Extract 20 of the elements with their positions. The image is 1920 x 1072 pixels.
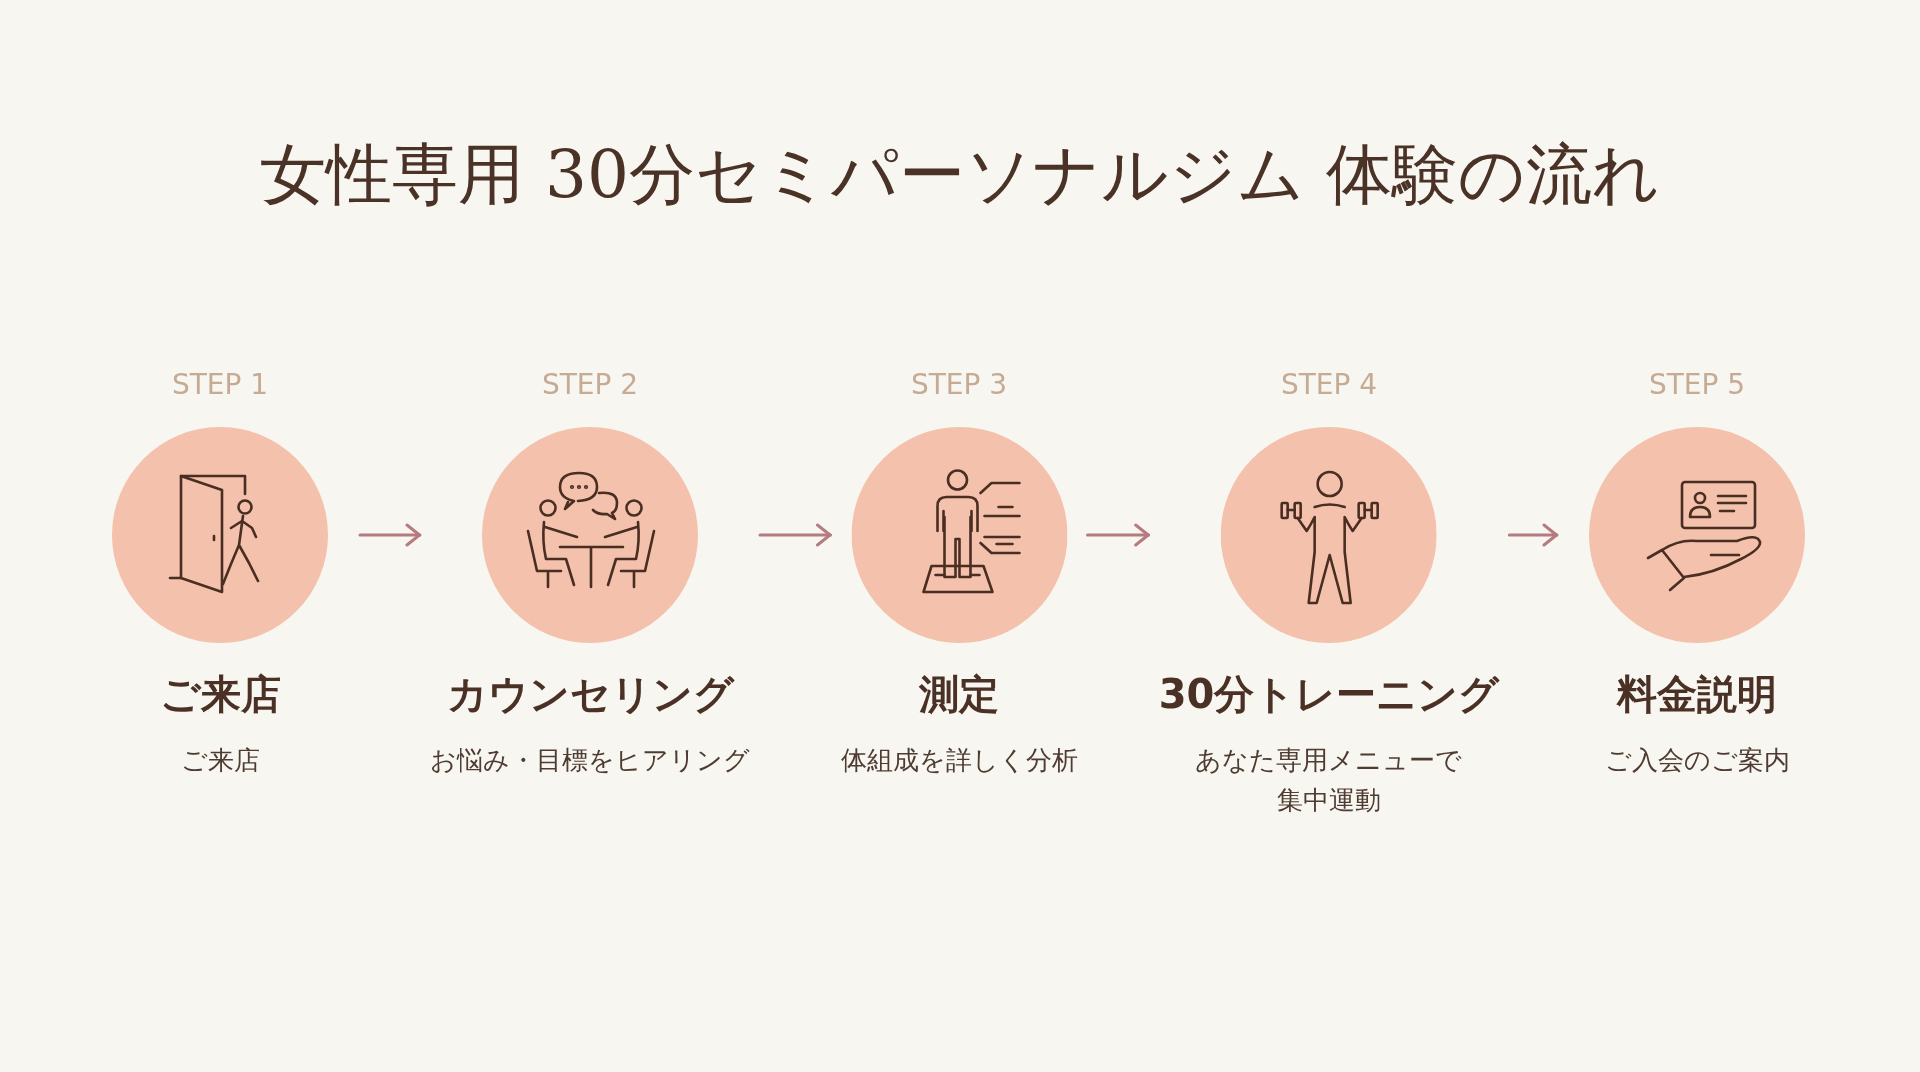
step-description: ご入会のご案内 — [1604, 744, 1790, 777]
step-label: STEP 5 — [1648, 368, 1746, 402]
arrow — [1507, 523, 1559, 547]
diagram-title: 女性専用 30分セミパーソナルジム 体験の流れ — [260, 135, 1660, 215]
step-label: STEP 1 — [171, 368, 269, 402]
step-description: 体組成を詳しく分析 — [840, 744, 1078, 777]
step-heading: 30分トレーニング — [1158, 670, 1500, 719]
step-label: STEP 4 — [1280, 368, 1378, 402]
step-description: ご来店 — [180, 744, 260, 777]
step-description: あなた専用メニューで集中運動 — [1194, 744, 1464, 817]
step-description: お悩み・目標をヒアリング — [430, 744, 750, 777]
step-heading: カウンセリング — [446, 670, 734, 719]
step-label: STEP 2 — [541, 368, 639, 402]
step-heading: ご来店 — [159, 670, 281, 719]
step-label: STEP 3 — [910, 368, 1008, 402]
step-heading: 測定 — [919, 670, 999, 719]
arrow — [758, 523, 832, 547]
step-heading: 料金説明 — [1617, 670, 1777, 719]
arrow — [358, 523, 422, 547]
arrow — [1086, 523, 1151, 547]
